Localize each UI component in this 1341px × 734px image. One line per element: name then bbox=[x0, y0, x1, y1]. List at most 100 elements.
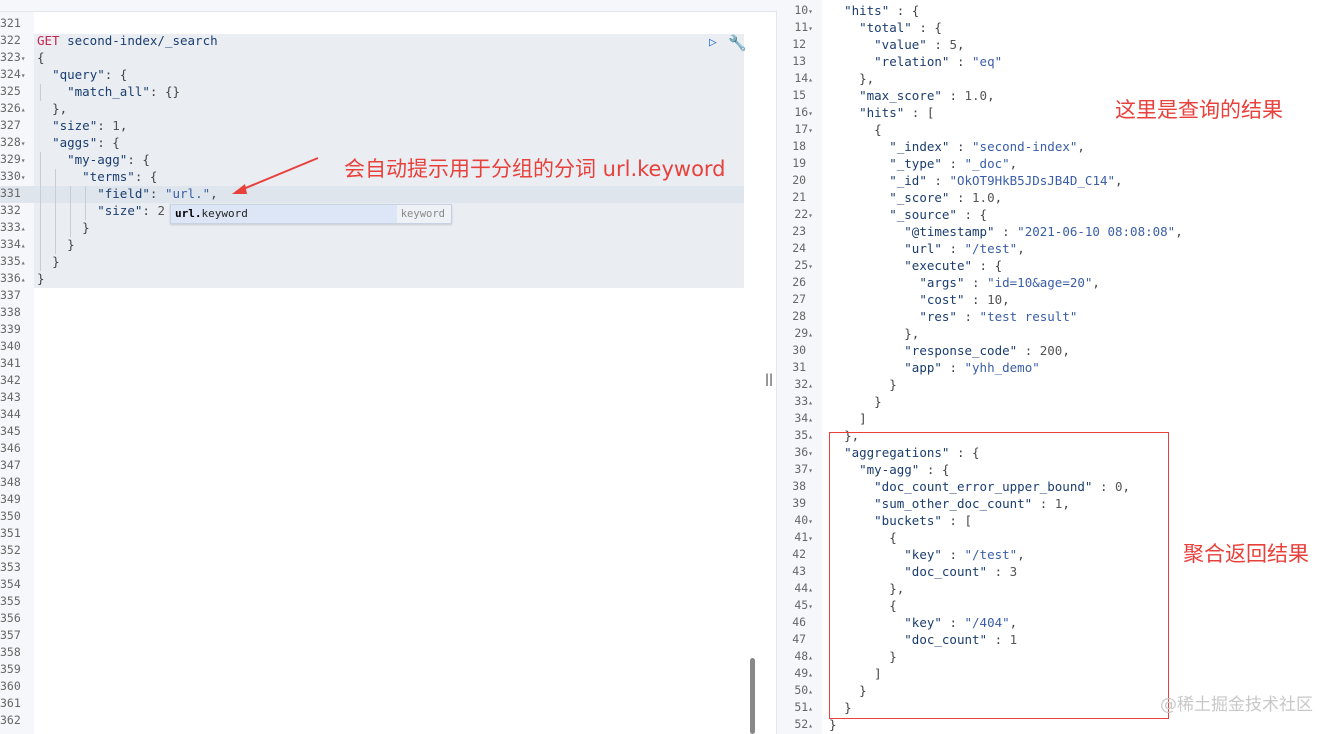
line-number: 342 bbox=[0, 373, 21, 387]
line-number: 328▾ bbox=[0, 135, 26, 149]
response-line: "response_code" : 200, bbox=[904, 343, 1070, 358]
code-line[interactable]: } bbox=[37, 271, 45, 286]
response-line: "res" : "test result" bbox=[919, 309, 1078, 324]
response-line: "max_score" : 1.0, bbox=[859, 88, 995, 103]
response-line: "_score" : 1.0, bbox=[889, 190, 1003, 205]
indent-guide bbox=[40, 84, 41, 101]
line-number: 321 bbox=[0, 16, 21, 30]
line-number: 34▴ bbox=[794, 411, 813, 425]
current-line-highlight bbox=[0, 186, 744, 203]
code-line[interactable]: "size": 1, bbox=[52, 118, 128, 133]
code-line[interactable]: } bbox=[52, 254, 60, 269]
line-number: 349 bbox=[0, 492, 21, 506]
autocomplete-popup[interactable]: url.keyword keyword bbox=[170, 204, 452, 224]
autocomplete-suggestion[interactable]: url.keyword bbox=[175, 207, 248, 220]
line-number: 52▴ bbox=[794, 717, 813, 731]
line-number: 38 bbox=[792, 479, 813, 493]
response-line: "doc_count_error_upper_bound" : 0, bbox=[874, 479, 1131, 494]
line-number: 49▴ bbox=[794, 666, 813, 680]
line-number: 37▾ bbox=[794, 462, 813, 476]
response-line: "sum_other_doc_count" : 1, bbox=[874, 496, 1070, 511]
line-number: 336▴ bbox=[0, 271, 26, 285]
line-number: 11▾ bbox=[794, 20, 813, 34]
line-number: 357 bbox=[0, 628, 21, 642]
code-line[interactable]: "match_all": {} bbox=[67, 84, 181, 99]
response-line: ] bbox=[874, 666, 882, 681]
line-number: 24 bbox=[792, 241, 813, 255]
line-number: 361 bbox=[0, 696, 21, 710]
code-line[interactable]: "query": { bbox=[52, 67, 128, 82]
indent-guide bbox=[55, 169, 56, 254]
response-line: "_id" : "OkOT9HkB5JDsJB4D_C14", bbox=[889, 173, 1123, 188]
line-number: 322 bbox=[0, 33, 21, 47]
code-line[interactable]: GET second-index/_search bbox=[37, 33, 218, 48]
code-line[interactable]: "terms": { bbox=[82, 169, 158, 184]
line-number: 346 bbox=[0, 441, 21, 455]
code-line[interactable]: "aggs": { bbox=[52, 135, 120, 150]
code-line[interactable]: } bbox=[67, 237, 75, 252]
line-number: 348 bbox=[0, 475, 21, 489]
line-number: 44▴ bbox=[794, 581, 813, 595]
response-line: "app" : "yhh_demo" bbox=[904, 360, 1040, 375]
response-line: "total" : { bbox=[859, 20, 942, 35]
line-number: 51▴ bbox=[794, 700, 813, 714]
run-request-icon[interactable]: ▷ bbox=[709, 35, 717, 50]
line-number: 47 bbox=[792, 632, 813, 646]
response-line: { bbox=[889, 598, 897, 613]
response-line: "_source" : { bbox=[889, 207, 988, 222]
indent-guide bbox=[85, 186, 86, 220]
line-number: 30 bbox=[792, 343, 813, 357]
line-number: 351 bbox=[0, 526, 21, 540]
line-number: 353 bbox=[0, 560, 21, 574]
line-number: 23 bbox=[792, 224, 813, 238]
wrench-icon[interactable]: 🔧 bbox=[728, 34, 747, 52]
line-number: 32▴ bbox=[794, 377, 813, 391]
line-number: 352 bbox=[0, 543, 21, 557]
line-number: 10▾ bbox=[794, 3, 813, 17]
response-line: } bbox=[874, 394, 882, 409]
code-line[interactable]: "field": "url.", bbox=[97, 186, 218, 201]
pane-splitter[interactable] bbox=[760, 12, 777, 734]
line-number: 331 bbox=[0, 186, 21, 200]
response-line: "args" : "id=10&age=20", bbox=[919, 275, 1100, 290]
autocomplete-selected-item[interactable] bbox=[171, 205, 397, 223]
response-line: "relation" : "eq" bbox=[874, 54, 1003, 69]
line-number: 340 bbox=[0, 339, 21, 353]
line-number: 347 bbox=[0, 458, 21, 472]
response-line: "value" : 5, bbox=[874, 37, 965, 52]
splitter-handle-icon[interactable]: || bbox=[765, 372, 774, 386]
code-line[interactable]: }, bbox=[52, 101, 68, 116]
request-block-highlight bbox=[34, 34, 744, 288]
line-number: 21 bbox=[792, 190, 813, 204]
line-number: 26 bbox=[792, 275, 813, 289]
code-line[interactable]: "my-agg": { bbox=[67, 152, 150, 167]
line-number: 350 bbox=[0, 509, 21, 523]
response-line: }, bbox=[859, 71, 875, 86]
line-number: 42 bbox=[792, 547, 813, 561]
response-line: "key" : "/404", bbox=[904, 615, 1018, 630]
line-number: 15 bbox=[792, 88, 813, 102]
code-line[interactable]: { bbox=[37, 50, 45, 65]
code-line[interactable]: "size": 2 bbox=[97, 203, 165, 218]
vertical-scrollbar[interactable] bbox=[750, 658, 755, 734]
line-number: 22▾ bbox=[794, 207, 813, 221]
line-number: 343 bbox=[0, 390, 21, 404]
line-number: 333▴ bbox=[0, 220, 26, 234]
line-number: 355 bbox=[0, 594, 21, 608]
response-line: "hits" : [ bbox=[859, 105, 935, 120]
response-line: } bbox=[859, 683, 867, 698]
line-number: 325 bbox=[0, 84, 21, 98]
line-number: 329▾ bbox=[0, 152, 26, 166]
line-number: 327 bbox=[0, 118, 21, 132]
response-line: } bbox=[889, 377, 897, 392]
line-number: 358 bbox=[0, 645, 21, 659]
response-line: ] bbox=[859, 411, 867, 426]
response-line: }, bbox=[889, 581, 905, 596]
response-line: "url" : "/test", bbox=[904, 241, 1025, 256]
response-line: { bbox=[889, 530, 897, 545]
indent-guide bbox=[70, 186, 71, 237]
line-number: 33▴ bbox=[794, 394, 813, 408]
line-number: 40▾ bbox=[794, 513, 813, 527]
code-line[interactable]: } bbox=[82, 220, 90, 235]
